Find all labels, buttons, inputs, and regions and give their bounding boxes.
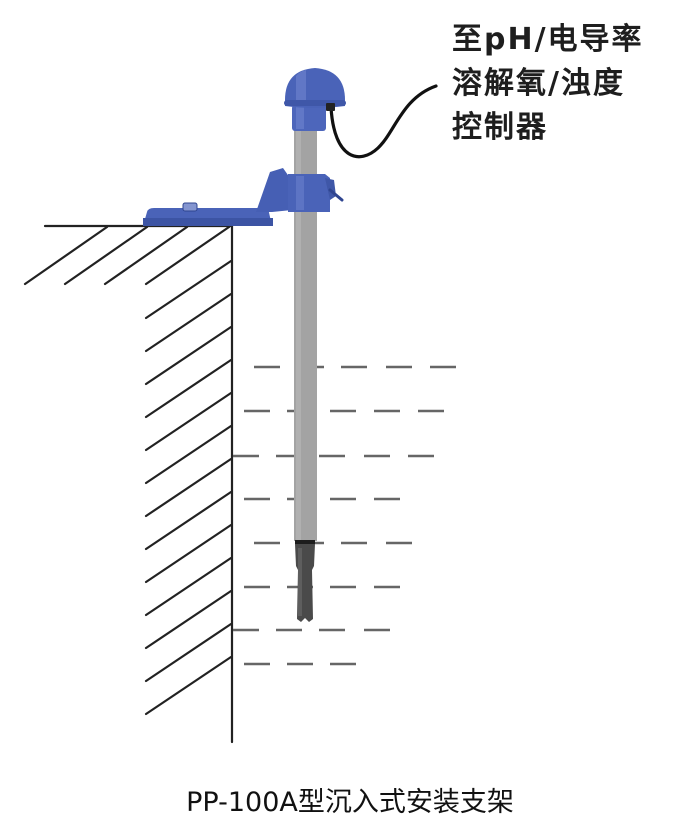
sensor-head-cap <box>284 68 346 131</box>
callout-line-3: 控制器 <box>452 110 548 145</box>
callout-line-2: 溶解氧/浊度 <box>452 66 625 101</box>
diagram-caption: PP-100A型沉入式安装支架 <box>186 787 514 818</box>
controller-cable <box>329 84 438 159</box>
support-pipe <box>294 125 317 541</box>
mounting-bracket <box>143 168 344 226</box>
water-level-dashes <box>233 365 456 666</box>
controller-callout: 至pH/电导率 溶解氧/浊度 控制器 <box>452 18 644 150</box>
callout-line-1: 至pH/电导率 <box>452 22 644 57</box>
sensor-probe <box>295 540 315 622</box>
ground-wall <box>23 224 234 744</box>
